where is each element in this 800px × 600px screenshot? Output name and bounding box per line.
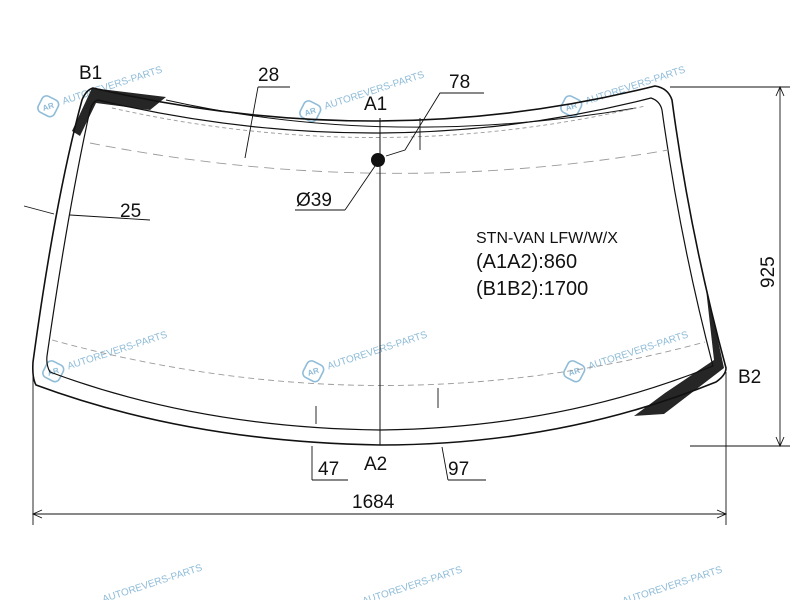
- dim-bottom-left-label: 47: [318, 459, 339, 480]
- dim-sensor-offset-label: 78: [449, 72, 470, 93]
- dim-sensor-diameter: [295, 165, 376, 211]
- dim-width-label: 1684: [352, 492, 395, 513]
- svg-text:AR: AR: [567, 366, 581, 378]
- dim-side-band-label: 25: [120, 201, 141, 222]
- point-a2-label: A2: [364, 454, 387, 475]
- glass-outer-edge: [32, 85, 727, 446]
- ar-logo-icon: AR: [37, 95, 60, 118]
- dim-width: [31, 372, 728, 525]
- sensor-dot: [371, 153, 385, 167]
- svg-text:AR: AR: [303, 106, 317, 118]
- dim-height: [670, 85, 790, 448]
- watermark-logo: AR AUTOREVERS-PARTS: [299, 69, 426, 123]
- svg-text:AUTOREVERS-PARTS: AUTOREVERS-PARTS: [621, 564, 724, 600]
- svg-text:AUTOREVERS-PARTS: AUTOREVERS-PARTS: [361, 564, 464, 600]
- watermark-logo: AUTOREVERS-PARTS: [621, 564, 724, 600]
- visible-area-top-dash: [89, 142, 669, 174]
- frit-top-left: [72, 88, 166, 136]
- svg-text:AR: AR: [41, 101, 55, 113]
- dim-bottom-right-label: 97: [448, 459, 469, 480]
- watermark-logo: AR AUTOREVERS-PARTS: [42, 329, 169, 383]
- ar-logo-icon: AR: [563, 360, 586, 383]
- svg-text:AUTOREVERS-PARTS: AUTOREVERS-PARTS: [66, 329, 169, 372]
- watermark-logo: AR AUTOREVERS-PARTS: [563, 329, 690, 383]
- svg-text:AUTOREVERS-PARTS: AUTOREVERS-PARTS: [101, 562, 204, 600]
- ar-logo-icon: AR: [42, 360, 65, 383]
- svg-text:AR: AR: [306, 366, 320, 378]
- svg-text:AUTOREVERS-PARTS: AUTOREVERS-PARTS: [587, 329, 690, 372]
- top-frit-line: [165, 99, 637, 128]
- dashed-lines: [51, 105, 706, 386]
- ar-logo-icon: AR: [302, 360, 325, 383]
- svg-text:AUTOREVERS-PARTS: AUTOREVERS-PARTS: [326, 329, 429, 372]
- watermark-logo: AUTOREVERS-PARTS: [361, 564, 464, 600]
- dim-sensor-diameter-label: Ø39: [296, 190, 332, 211]
- point-a1-label: A1: [364, 94, 387, 115]
- a1a2-dimension: (A1A2):860: [476, 251, 577, 273]
- point-b1-label: B1: [79, 63, 102, 84]
- watermark-logo: AR AUTOREVERS-PARTS: [560, 64, 687, 118]
- dim-height-label: 925: [758, 256, 779, 288]
- visible-area-bottom-dash: [51, 339, 706, 386]
- dim-bottom-left: [311, 406, 348, 481]
- frit-corners: [72, 88, 724, 416]
- watermark-logo: AR AUTOREVERS-PARTS: [302, 329, 429, 383]
- watermarks: AR AUTOREVERS-PARTS AR AUTOREVERS-PARTS …: [37, 64, 724, 600]
- b1b2-dimension: (B1B2):1700: [476, 278, 588, 300]
- point-b2-label: B2: [738, 367, 761, 388]
- dim-top-band: [244, 86, 290, 159]
- dim-side-band: [23, 205, 151, 221]
- top-dash-line: [111, 105, 646, 138]
- watermark-logo: AUTOREVERS-PARTS: [101, 562, 204, 600]
- dim-top-band-label: 28: [258, 65, 279, 86]
- dim-sensor-offset: [385, 92, 484, 157]
- glass-inner-edge: [46, 97, 714, 431]
- frit-bottom-right: [634, 280, 724, 416]
- dim-bottom-right: [437, 388, 486, 481]
- model-code: STN-VAN LFW/W/X: [476, 230, 618, 247]
